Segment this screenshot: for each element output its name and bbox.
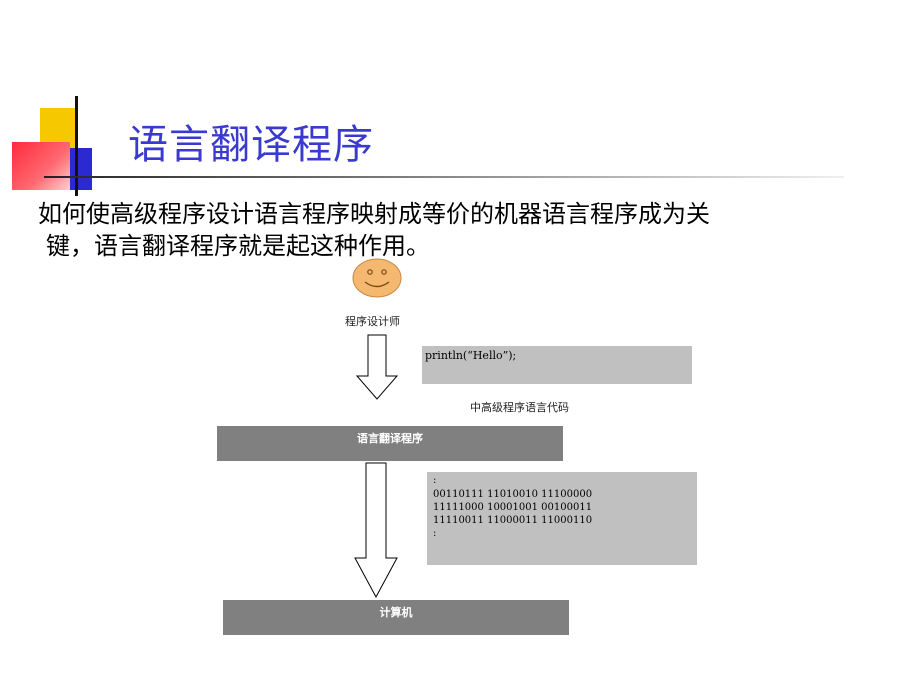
computer-label: 计算机 <box>379 606 413 619</box>
decor-vertical-line <box>75 96 78 196</box>
source-code-box: println(“Hello”); <box>422 346 692 384</box>
code-type-label: 中高级程序语言代码 <box>470 401 569 414</box>
smiley-face-icon <box>352 258 402 298</box>
translator-bar: 语言翻译程序 <box>217 426 563 461</box>
body-line-1: 如何使高级程序设计语言程序映射成等价的机器语言程序成为关 <box>38 200 710 228</box>
down-arrow-icon <box>356 334 398 400</box>
programmer-label: 程序设计师 <box>345 315 400 328</box>
machine-code-line: : <box>433 528 437 539</box>
computer-bar: 计算机 <box>223 600 569 635</box>
decor-red-square <box>12 142 70 190</box>
machine-code-line: 00110111 11010010 11100000 <box>433 489 593 500</box>
machine-code-box: : 00110111 11010010 11100000 11111000 10… <box>427 472 697 565</box>
slide-title: 语言翻译程序 <box>128 122 374 168</box>
machine-code-line: 11110011 11000011 11000110 <box>433 515 593 526</box>
source-code-text: println(“Hello”); <box>425 349 517 362</box>
machine-code-line: : <box>433 475 437 486</box>
decor-horizontal-line <box>44 176 844 178</box>
body-line-2: 键，语言翻译程序就是起这种作用。 <box>46 232 430 260</box>
machine-code-line: 11111000 10001001 00100011 <box>433 502 593 513</box>
translator-label: 语言翻译程序 <box>357 432 423 445</box>
down-arrow-icon <box>354 462 398 598</box>
body-paragraph: 如何使高级程序设计语言程序映射成等价的机器语言程序成为关 键，语言翻译程序就是起… <box>38 198 888 262</box>
